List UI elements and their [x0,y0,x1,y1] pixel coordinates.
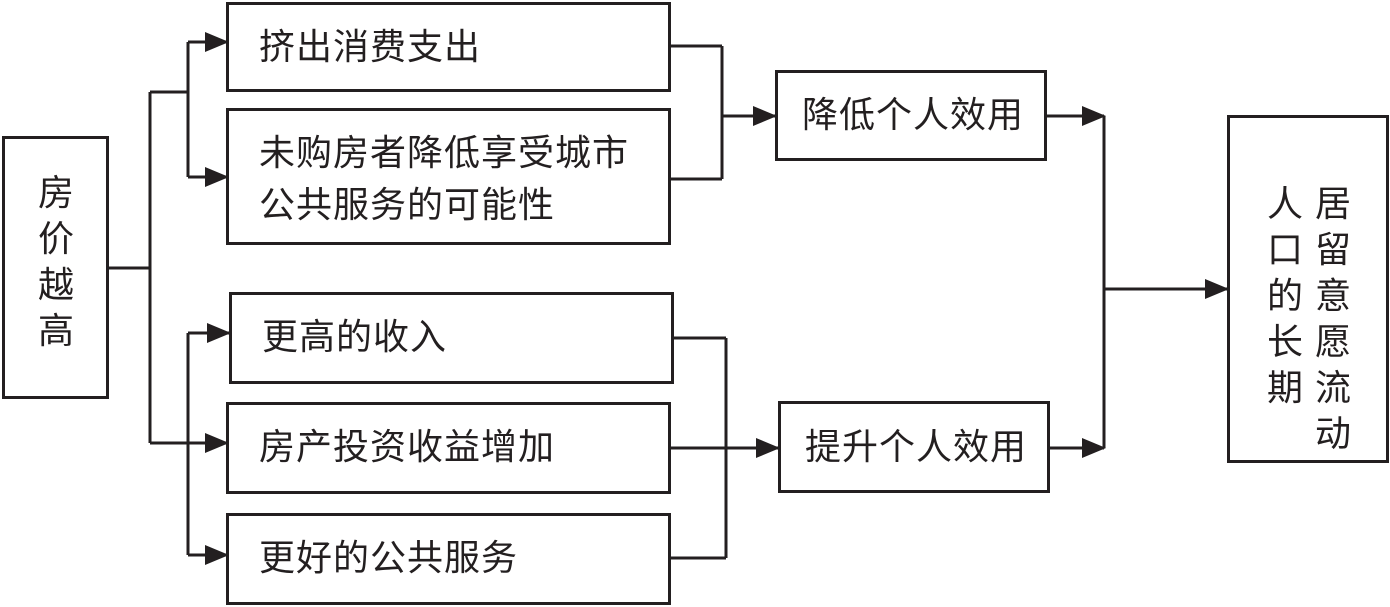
bottom-result-box: 提升个人效用 [778,401,1050,493]
bottom-item-2-label: 房产投资收益增加 [259,427,556,468]
bottom-item-3-box: 更好的公共服务 [226,513,671,605]
top-item-1-label: 挤出消费支出 [259,27,482,68]
top-item-2-line-1: 未购房者降低享受城市 [259,133,630,174]
outcome-char: 流 [1314,368,1351,409]
top-item-1-box: 挤出消费支出 [226,2,671,92]
outcome-char: 的 [1266,276,1303,317]
bottom-result-label: 提升个人效用 [805,427,1028,468]
top-result-box: 降低个人效用 [775,70,1047,161]
root-label: 房 价 越 高 [33,171,79,355]
outcome-char: 长 [1266,322,1303,363]
outcome-char: 口 [1266,230,1303,271]
outcome-column-2: 人 口 的 长 期 [1262,182,1308,412]
top-item-2-box: 未购房者降低享受城市 公共服务的可能性 [226,108,671,245]
outcome-char: 人 [1266,184,1303,225]
top-item-2-line-2: 公共服务的可能性 [259,185,556,226]
outcome-char: 愿 [1314,322,1351,363]
outcome-char: 意 [1314,276,1351,317]
bottom-item-3-label: 更好的公共服务 [259,538,519,579]
root-char: 高 [37,311,74,352]
outcome-char: 居 [1314,184,1351,225]
bottom-item-1-label: 更高的收入 [262,317,448,358]
bottom-item-1-box: 更高的收入 [229,292,674,384]
root-box: 房 价 越 高 [2,136,109,399]
outcome-box: 居 留 意 愿 流 动 人 口 的 长 期 [1227,115,1389,463]
top-result-label: 降低个人效用 [802,95,1025,136]
root-char: 价 [37,219,74,260]
root-char: 房 [37,173,74,214]
bottom-item-2-box: 房产投资收益增加 [226,402,671,494]
outcome-char: 留 [1314,230,1351,271]
outcome-char: 期 [1266,368,1303,409]
outcome-column-1: 居 留 意 愿 流 动 [1310,182,1356,458]
outcome-char: 动 [1314,414,1351,455]
root-char: 越 [37,265,74,306]
